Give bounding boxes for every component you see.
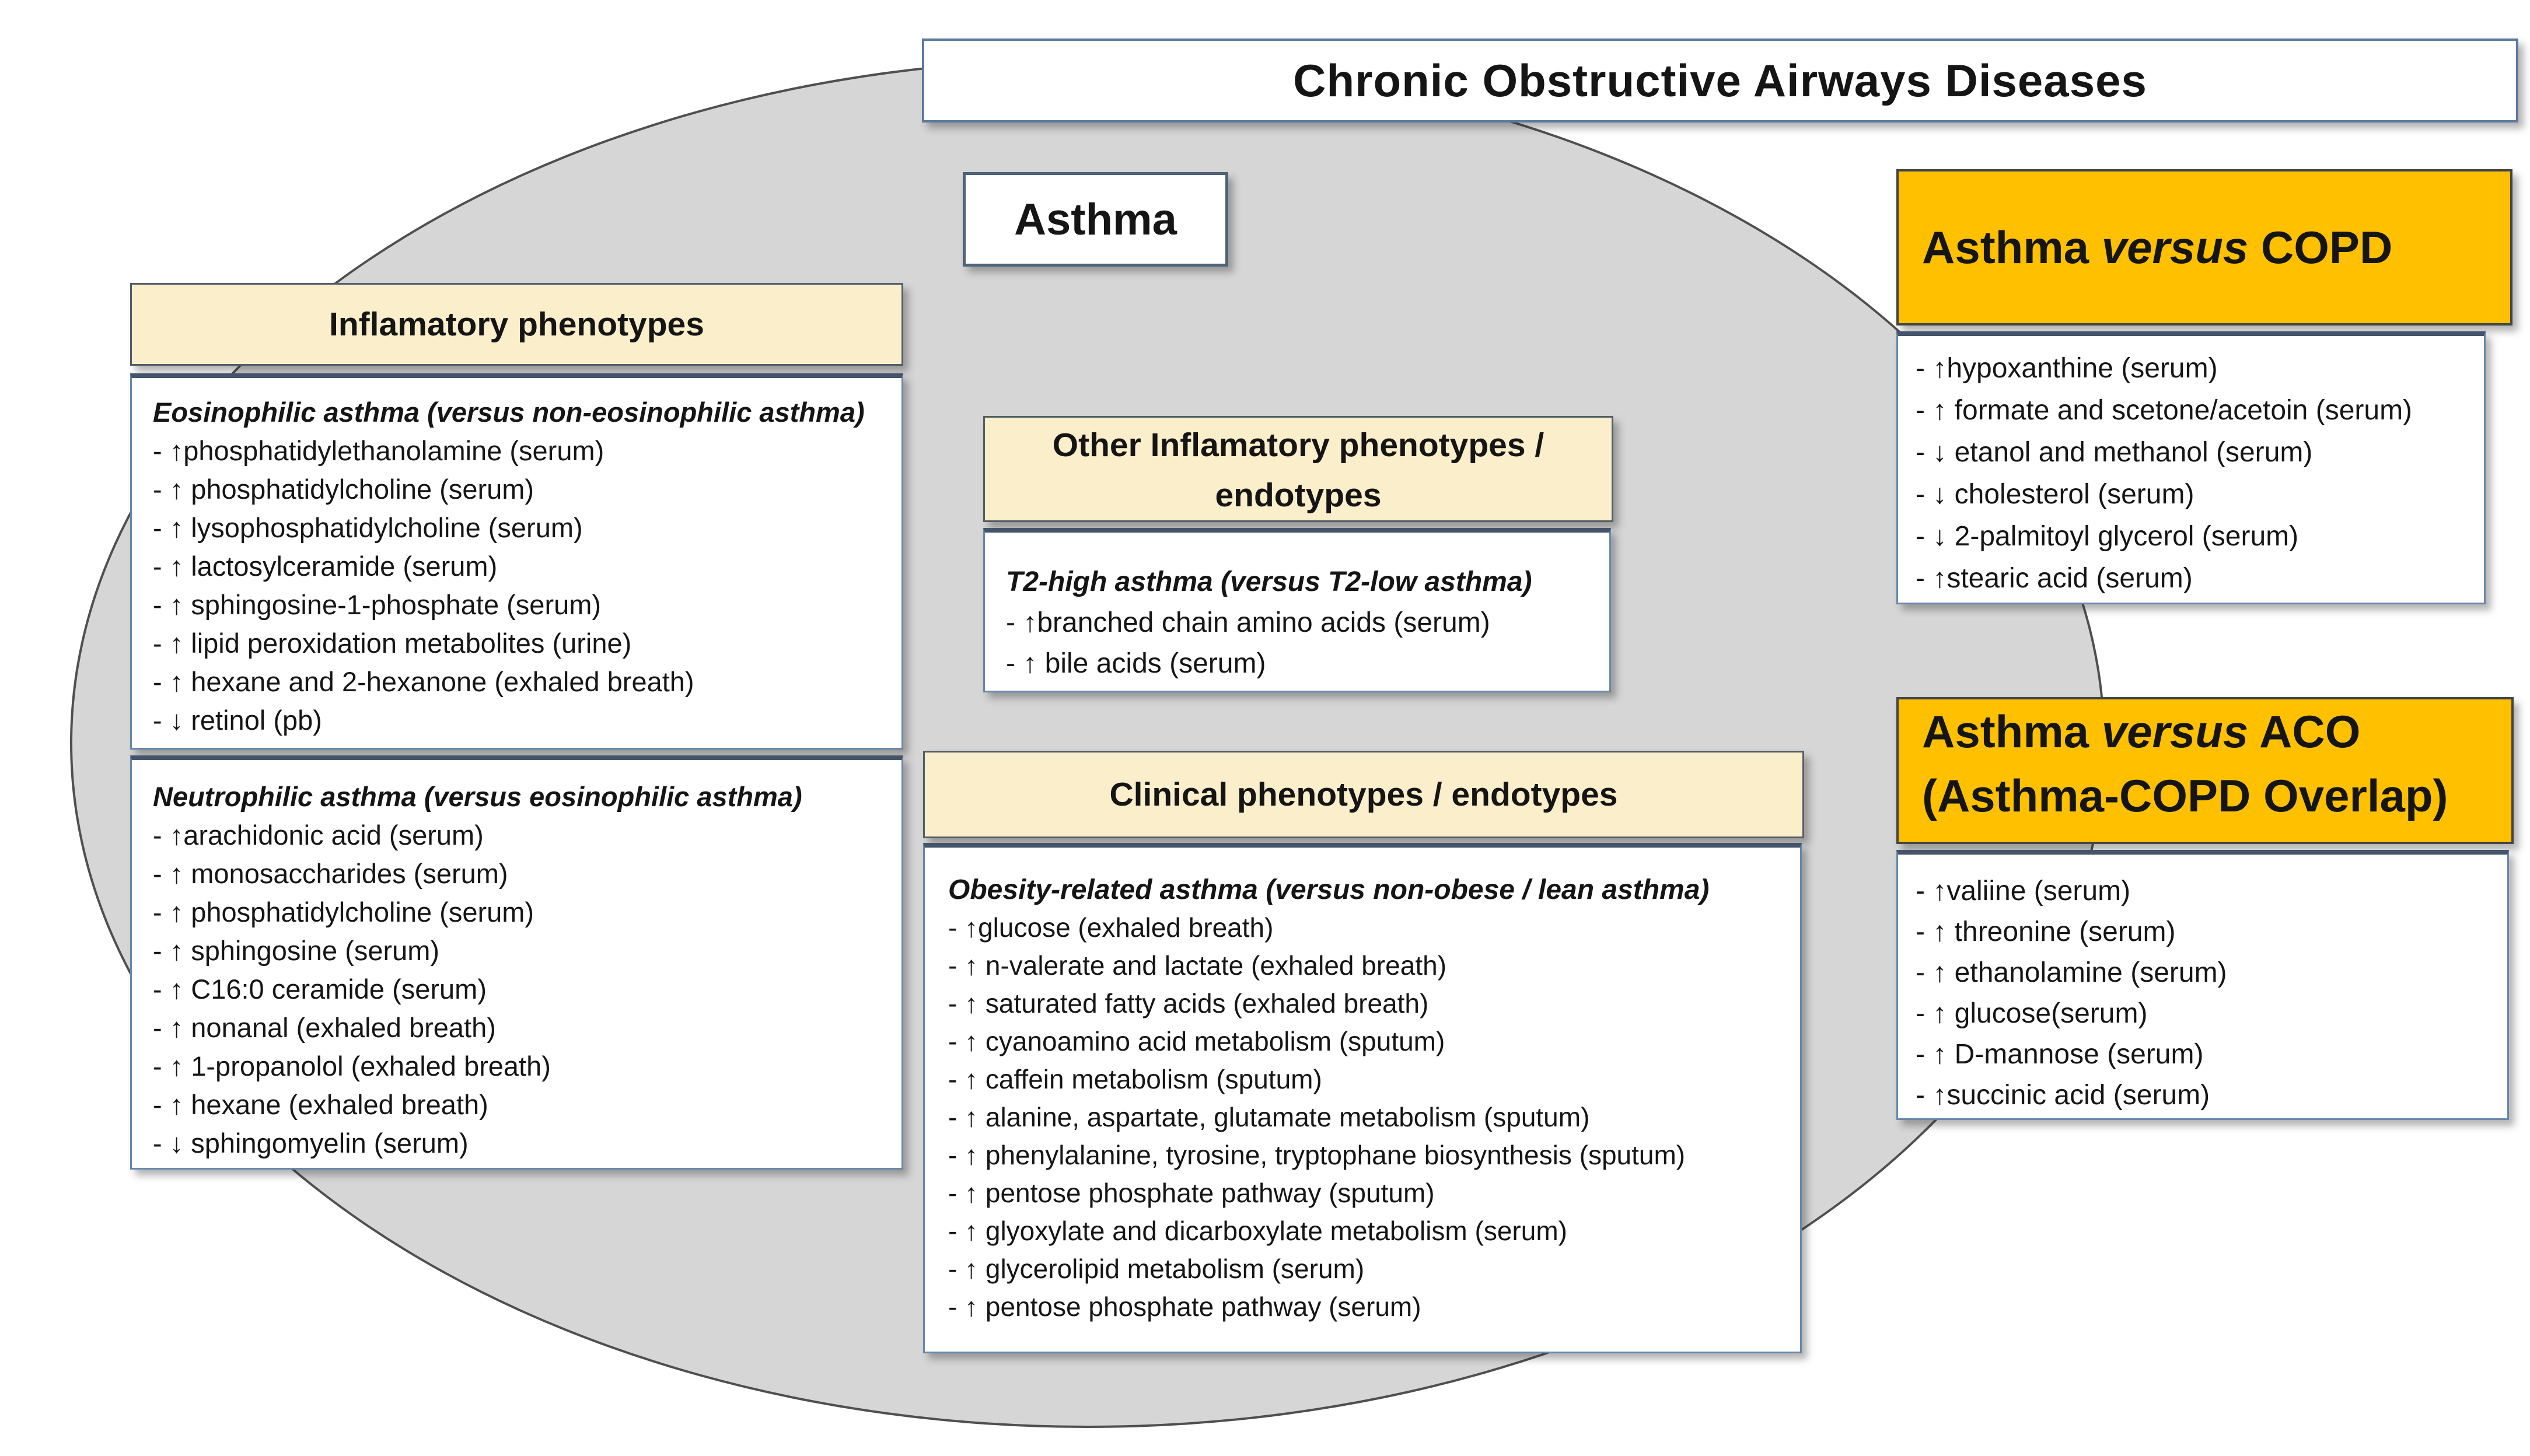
eosinophilic-subtitle: Eosinophilic asthma (versus non-eosinoph… <box>153 397 865 428</box>
list-item: - ↑branched chain amino acids (serum) <box>1006 607 1490 638</box>
list-item: - ↓ etanol and methanol (serum) <box>1916 437 2313 468</box>
list-item: - ↑ saturated fatty acids (exhaled breat… <box>948 988 1429 1019</box>
list-item: - ↑ glucose(serum) <box>1916 998 2148 1029</box>
neutrophilic-subtitle: Neutrophilic asthma (versus eosinophilic… <box>153 781 802 812</box>
list-item: - ↑stearic acid (serum) <box>1916 563 2193 594</box>
eosinophilic-asthma-box: Eosinophilic asthma (versus non-eosinoph… <box>130 373 903 750</box>
list-item: - ↑ glyoxylate and dicarboxylate metabol… <box>948 1216 1567 1246</box>
list-item: - ↑ formate and scetone/acetoin (serum) <box>1916 395 2413 426</box>
list-item: - ↑ 1-propanolol (exhaled breath) <box>153 1051 551 1082</box>
other-inflammatory-title-line1: Other Inflamatory phenotypes / <box>1052 426 1544 464</box>
list-item: - ↑ D-mannose (serum) <box>1916 1039 2204 1070</box>
list-item: - ↑arachidonic acid (serum) <box>153 820 484 850</box>
list-item: - ↑ C16:0 ceramide (serum) <box>153 974 487 1005</box>
obesity-related-asthma-box: Obesity-related asthma (versus non-obese… <box>923 843 1802 1353</box>
obesity-list: - ↑glucose (exhaled breath) - ↑ n-valerat… <box>948 909 1777 1326</box>
neutrophilic-list: - ↑arachidonic acid (serum) - ↑ monosacch… <box>153 816 880 1163</box>
asthma-label: Asthma <box>1014 194 1177 244</box>
list-item: - ↑hypoxanthine (serum) <box>1916 353 2218 384</box>
clinical-phenotypes-title: Clinical phenotypes / endotypes <box>1109 776 1618 813</box>
list-item: - ↑phosphatidylethanolamine (serum) <box>153 435 604 466</box>
list-item: - ↓ cholesterol (serum) <box>1916 479 2194 510</box>
obesity-subtitle: Obesity-related asthma (versus non-obese… <box>948 874 1710 905</box>
neutrophilic-asthma-box: Neutrophilic asthma (versus eosinophilic… <box>130 755 903 1170</box>
list-item: - ↓ 2-palmitoyl glycerol (serum) <box>1916 521 2299 552</box>
list-item: - ↑succinic acid (serum) <box>1916 1080 2210 1111</box>
title-box: Chronic Obstructive Airways Diseases <box>922 38 2518 123</box>
list-item: - ↑ bile acids (serum) <box>1006 648 1266 679</box>
t2-high-asthma-box: T2-high asthma (versus T2-low asthma) - … <box>983 528 1611 692</box>
list-item: - ↑ hexane and 2-hexanone (exhaled breat… <box>153 666 694 697</box>
other-inflammatory-header: Other Inflamatory phenotypes / endotypes <box>983 416 1613 522</box>
list-item: - ↓ sphingomyelin (serum) <box>153 1128 469 1158</box>
t2-high-subtitle: T2-high asthma (versus T2-low asthma) <box>1006 566 1532 597</box>
asthma-vs-copd-title: Asthma versus COPD <box>1922 221 2393 273</box>
list-item: - ↑ cyanoamino acid metabolism (sputum) <box>948 1026 1445 1056</box>
inflammatory-phenotypes-title: Inflamatory phenotypes <box>329 306 704 343</box>
clinical-phenotypes-header: Clinical phenotypes / endotypes <box>923 751 1804 838</box>
list-item: - ↑ threonine (serum) <box>1916 916 2176 947</box>
asthma-vs-aco-list: - ↑valiine (serum) - ↑ threonine (serum) -… <box>1916 871 2490 1116</box>
list-item: - ↑ caffein metabolism (sputum) <box>948 1064 1322 1094</box>
list-item: - ↑ pentose phosphate pathway (serum) <box>948 1292 1421 1322</box>
diagram-title: Chronic Obstructive Airways Diseases <box>1293 54 2147 106</box>
list-item: - ↑ phosphatidylcholine (serum) <box>153 474 534 505</box>
asthma-vs-aco-title-line2: (Asthma-COPD Overlap) <box>1922 770 2448 821</box>
list-item: - ↑ hexane (exhaled breath) <box>153 1089 488 1120</box>
asthma-vs-copd-box: - ↑hypoxanthine (serum) - ↑ formate and s… <box>1896 331 2486 604</box>
list-item: - ↑ lysophosphatidylcholine (serum) <box>153 512 583 543</box>
asthma-vs-aco-box: - ↑valiine (serum) - ↑ threonine (serum) -… <box>1896 850 2509 1120</box>
list-item: - ↑ lactosylceramide (serum) <box>153 551 498 582</box>
asthma-vs-aco-title-line1: Asthma versus ACO <box>1922 706 2361 757</box>
list-item: - ↑ glycerolipid metabolism (serum) <box>948 1254 1365 1284</box>
list-item: - ↑ sphingosine-1-phosphate (serum) <box>153 589 602 620</box>
inflammatory-phenotypes-header: Inflamatory phenotypes <box>130 283 903 366</box>
t2-high-list: - ↑branched chain amino acids (serum) - ↑… <box>1006 603 1588 684</box>
list-item: - ↑ lipid peroxidation metabolites (urin… <box>153 628 632 659</box>
asthma-vs-copd-header: Asthma versus COPD <box>1896 169 2512 326</box>
asthma-vs-copd-list: - ↑hypoxanthine (serum) - ↑ formate and s… <box>1916 348 2466 600</box>
list-item: - ↑ alanine, aspartate, glutamate metabo… <box>948 1102 1590 1132</box>
list-item: - ↑ monosaccharides (serum) <box>153 858 508 889</box>
eosinophilic-list: - ↑phosphatidylethanolamine (serum) - ↑ p… <box>153 432 880 740</box>
list-item: - ↓ retinol (pb) <box>153 705 322 736</box>
list-item: - ↑ nonanal (exhaled breath) <box>153 1012 496 1043</box>
list-item: - ↑ ethanolamine (serum) <box>1916 957 2227 988</box>
list-item: - ↑ n-valerate and lactate (exhaled brea… <box>948 950 1447 981</box>
list-item: - ↑ phenylalanine, tyrosine, tryptophane… <box>948 1140 1686 1170</box>
other-inflammatory-title-line2: endotypes <box>1215 477 1382 514</box>
list-item: - ↑ sphingosine (serum) <box>153 935 440 966</box>
list-item: - ↑glucose (exhaled breath) <box>948 912 1274 943</box>
asthma-vs-aco-header: Asthma versus ACO (Asthma-COPD Overlap) <box>1896 697 2514 844</box>
list-item: - ↑ pentose phosphate pathway (sputum) <box>948 1178 1435 1208</box>
list-item: - ↑ phosphatidylcholine (serum) <box>153 897 534 928</box>
asthma-label-box: Asthma <box>963 172 1228 267</box>
list-item: - ↑valiine (serum) <box>1916 876 2131 907</box>
